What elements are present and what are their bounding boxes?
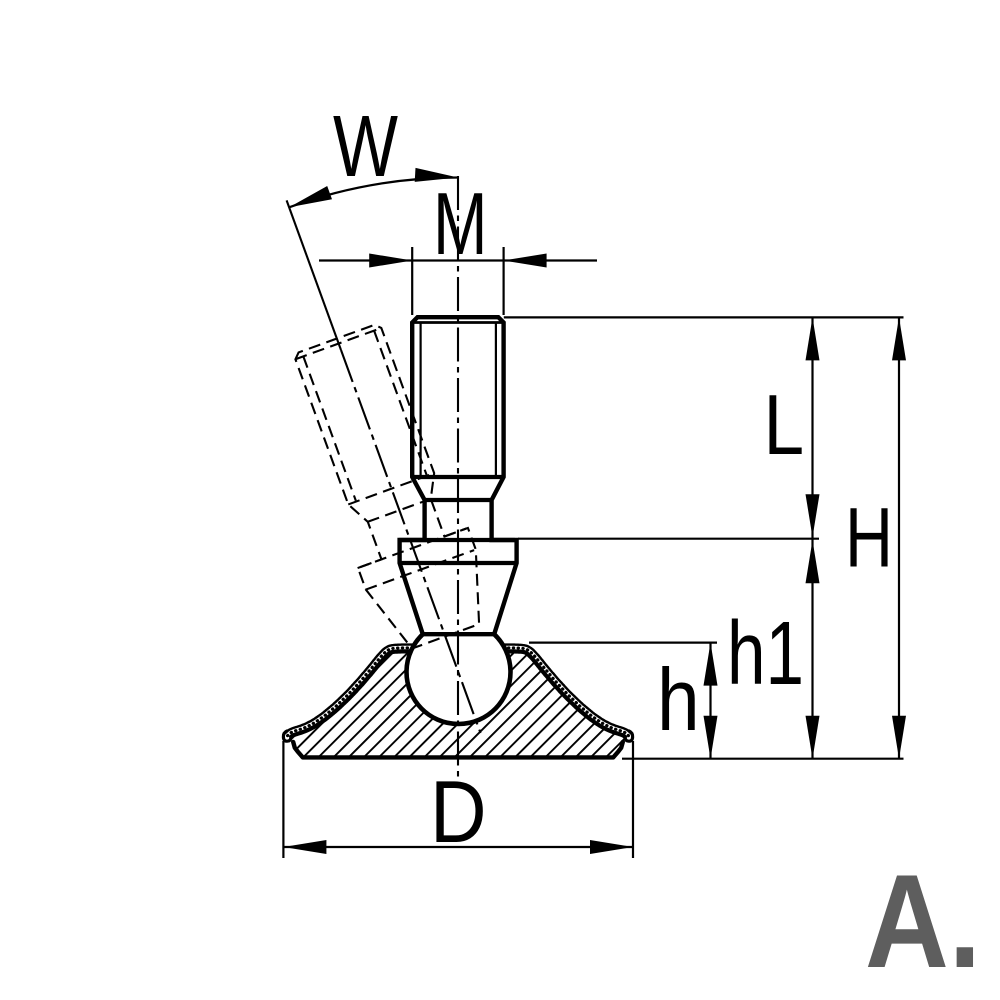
svg-text:M: M — [433, 174, 488, 273]
svg-text:h: h — [657, 650, 700, 749]
svg-text:W: W — [333, 98, 398, 195]
svg-text:H: H — [845, 491, 893, 585]
svg-text:A.: A. — [865, 848, 981, 996]
svg-text:L: L — [764, 378, 805, 473]
svg-text:D: D — [430, 762, 487, 861]
svg-text:h1: h1 — [727, 604, 804, 704]
